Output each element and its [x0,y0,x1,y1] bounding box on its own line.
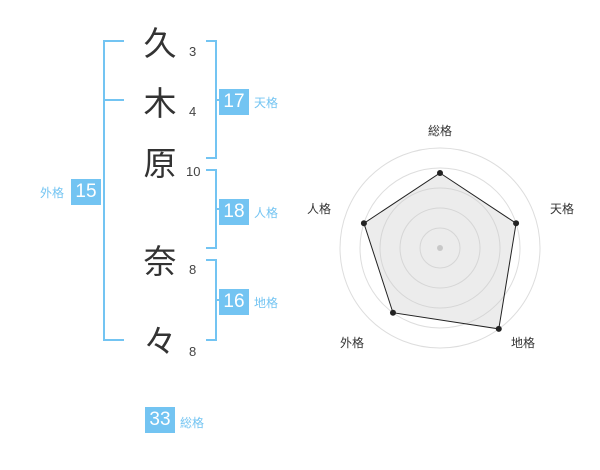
radar-grid-ring [399,207,481,289]
radar-point-3 [495,325,502,332]
chikaku-label: 地格 [254,296,279,310]
radar-point-5 [360,220,367,227]
jinkaku-label: 人格 [254,206,279,220]
stroke-count-3: 10 [186,164,201,179]
radar-label-chikaku: 地格 [511,336,536,350]
gaikaku-bracket [103,40,124,341]
tenkaku-value: 17 [219,89,249,115]
gaikaku-value: 15 [71,179,101,205]
radar-grid-ring [359,167,521,329]
radar-label-gaikaku: 外格 [340,336,365,350]
radar-center-dot [437,245,443,251]
name-char-3: 原 [143,144,177,183]
name-char-4: 奈 [143,242,177,281]
name-char-5: 々 [143,322,177,361]
radar-label-jinkaku: 人格 [307,202,332,216]
radar-point-1 [437,170,443,176]
stroke-count-4: 8 [189,262,197,277]
radar-point-4 [389,309,396,316]
stroke-count-5: 8 [189,344,197,359]
radar-grid-ring [379,187,501,309]
stroke-count-2: 4 [189,104,197,119]
gaikaku-label: 外格 [40,186,65,200]
radar-grid-ring [419,227,461,269]
radar-point-2 [513,220,520,227]
soukaku-value: 33 [145,407,175,433]
radar-grid-ring [339,147,541,349]
radar-label-tenkaku: 天格 [550,202,575,216]
soukaku-label: 総格 [180,416,205,430]
name-char-1: 久 [143,24,177,63]
name-char-2: 木 [143,84,177,123]
tenkaku-label: 天格 [254,96,279,110]
chikaku-value: 16 [219,289,249,315]
radar-label-soukaku: 総格 [428,124,453,138]
stroke-count-1: 3 [189,44,197,59]
jinkaku-value: 18 [219,199,249,225]
